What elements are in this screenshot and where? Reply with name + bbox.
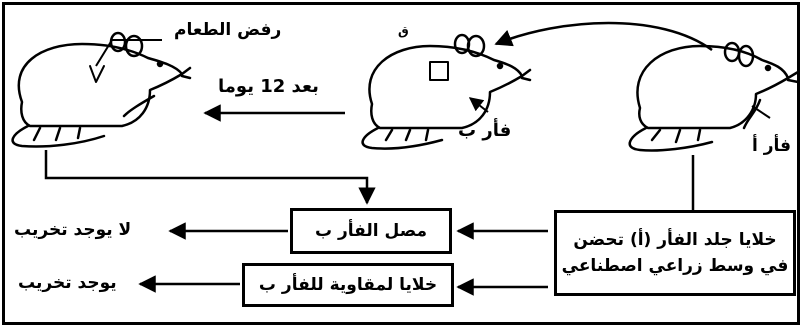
mouse-a-label: فأر أ bbox=[752, 136, 792, 156]
graft-arrow bbox=[494, 21, 713, 52]
rejection-label: رفض الطعام bbox=[174, 20, 282, 40]
rejecting-mouse-icon bbox=[11, 31, 192, 148]
after-days-label: بعد 12 يوما bbox=[218, 76, 319, 97]
mouse-b-icon bbox=[361, 33, 532, 150]
mouse-a-icon bbox=[628, 41, 800, 152]
no-destruction-result: لا يوجد تخريب bbox=[14, 220, 132, 240]
mouse-to-serum-line bbox=[44, 150, 376, 205]
source-cells-box: خلايا جلد الفأر (أ) تحضن في وسط زراعي اص… bbox=[554, 210, 796, 296]
rejection-pointer bbox=[95, 39, 162, 67]
mouse-b-mark: ق bbox=[398, 24, 409, 38]
mouse-b-pointer bbox=[468, 97, 489, 113]
mouse-b-label: فأر ب bbox=[458, 120, 512, 141]
immune-cells-box: خلايا لمقاوية للفأر ب bbox=[242, 263, 454, 307]
mouse-a-pointer bbox=[751, 105, 771, 119]
destruction-result: يوجد تخريب bbox=[18, 273, 117, 293]
serum-box: مصل الفأر ب bbox=[290, 208, 452, 254]
